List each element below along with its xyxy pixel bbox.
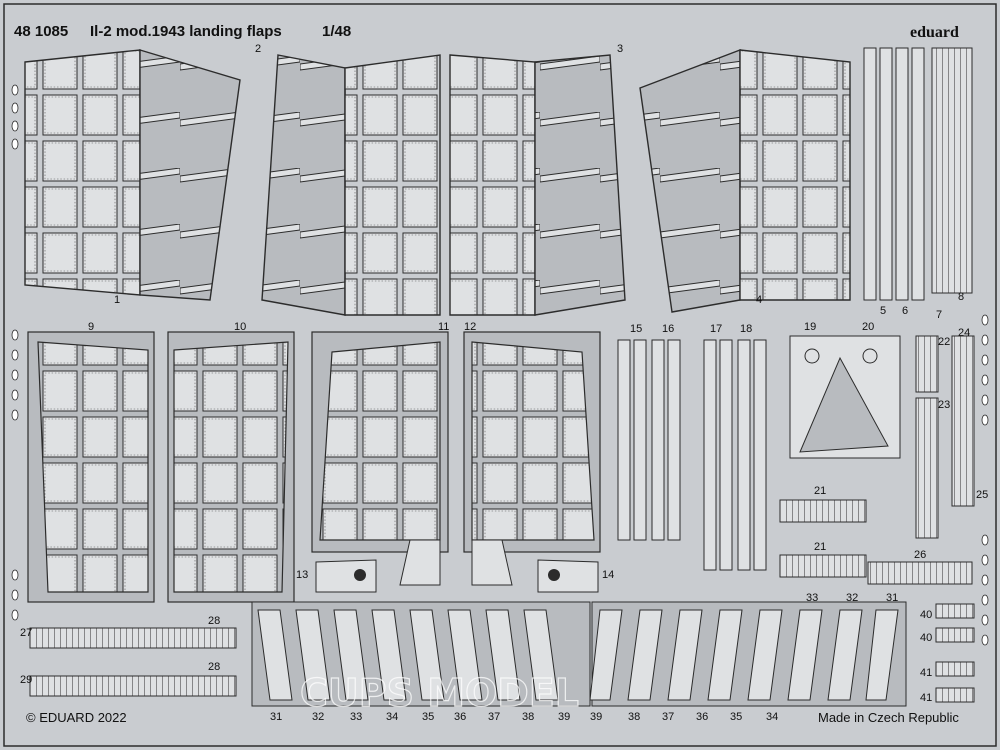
part-number: 22 — [938, 336, 950, 348]
part-number: 21 — [814, 485, 826, 497]
locating-holes-right — [981, 314, 989, 646]
flap-part-2 — [261, 54, 441, 316]
part-number: 9 — [88, 321, 94, 333]
locating-holes-left — [11, 84, 19, 621]
part-13 — [315, 559, 377, 593]
flap-part-1 — [24, 49, 241, 301]
part-number: 28 — [208, 615, 220, 627]
part-number: 34 — [766, 711, 778, 723]
part-number: 8 — [958, 291, 964, 303]
part-number: 24 — [958, 327, 970, 339]
scale-label: 1/48 — [322, 23, 351, 40]
part-number: 21 — [814, 541, 826, 553]
hinge-parts-21 — [779, 499, 867, 578]
part-number-labels: 1 2 3 4 5 6 7 8 9 10 11 12 13 14 15 16 1… — [20, 43, 988, 723]
part-number: 20 — [862, 321, 874, 333]
strip-parts-17-18 — [703, 339, 767, 571]
hinge-parts-26 — [867, 561, 973, 585]
part-number: 35 — [422, 711, 434, 723]
part-number: 38 — [522, 711, 534, 723]
part-number: 37 — [488, 711, 500, 723]
part-number: 26 — [914, 549, 926, 561]
part-number: 40 — [920, 609, 932, 621]
part-number: 4 — [756, 294, 762, 306]
part-number: 40 — [920, 632, 932, 644]
part-number: 23 — [938, 399, 950, 411]
strip-parts-15-16 — [617, 339, 681, 541]
part-number: 29 — [20, 674, 32, 686]
rib-parts-31-39-left — [251, 601, 591, 707]
part-number: 13 — [296, 569, 308, 581]
part-number: 32 — [312, 711, 324, 723]
flap-part-9 — [27, 331, 155, 603]
part-number: 39 — [558, 711, 570, 723]
part-number: 28 — [208, 661, 220, 673]
part-number: 35 — [730, 711, 742, 723]
part-number: 25 — [976, 489, 988, 501]
hinge-parts-22-25 — [915, 335, 975, 539]
strip-parts-27-29 — [29, 627, 237, 697]
part-number: 34 — [386, 711, 398, 723]
flap-part-3 — [449, 54, 626, 316]
strip-parts-7-8 — [931, 47, 973, 294]
small-parts-40-41 — [935, 603, 975, 703]
flap-part-10 — [167, 331, 295, 603]
rib-parts-31-39-right — [589, 601, 907, 707]
part-number: 31 — [270, 711, 282, 723]
flap-part-12 — [463, 331, 601, 586]
part-number: 36 — [454, 711, 466, 723]
part-number: 39 — [590, 711, 602, 723]
part-number: 1 — [114, 294, 120, 306]
part-number: 3 — [617, 43, 623, 55]
sheet-title: Il-2 mod.1943 landing flaps — [90, 23, 282, 40]
part-number: 18 — [740, 323, 752, 335]
part-19-20 — [789, 335, 901, 459]
part-number: 36 — [696, 711, 708, 723]
part-number: 33 — [350, 711, 362, 723]
part-number: 5 — [880, 305, 886, 317]
part-number: 32 — [846, 592, 858, 604]
part-number: 41 — [920, 667, 932, 679]
part-number: 31 — [886, 592, 898, 604]
part-number: 7 — [936, 309, 942, 321]
part-number: 6 — [902, 305, 908, 317]
part-number: 41 — [920, 692, 932, 704]
brand-logo: eduard — [910, 24, 959, 41]
part-number: 27 — [20, 627, 32, 639]
strip-parts-5-6 — [863, 47, 925, 301]
part-number: 17 — [710, 323, 722, 335]
copyright-text: © EDUARD 2022 — [26, 710, 127, 725]
part-number: 33 — [806, 592, 818, 604]
fret-border — [3, 3, 997, 747]
made-in-text: Made in Czech Republic — [818, 710, 959, 725]
catalog-number: 48 1085 — [14, 23, 68, 40]
part-number: 12 — [464, 321, 476, 333]
part-number: 16 — [662, 323, 674, 335]
part-number: 14 — [602, 569, 614, 581]
watermark: CUPS MODEL — [300, 671, 579, 715]
part-number: 37 — [662, 711, 674, 723]
part-number: 2 — [255, 43, 261, 55]
flap-part-11 — [311, 331, 449, 586]
part-14 — [537, 559, 599, 593]
part-number: 10 — [234, 321, 246, 333]
flap-part-4 — [639, 48, 851, 313]
part-number: 38 — [628, 711, 640, 723]
part-number: 19 — [804, 321, 816, 333]
part-number: 15 — [630, 323, 642, 335]
part-number: 11 — [438, 321, 449, 333]
